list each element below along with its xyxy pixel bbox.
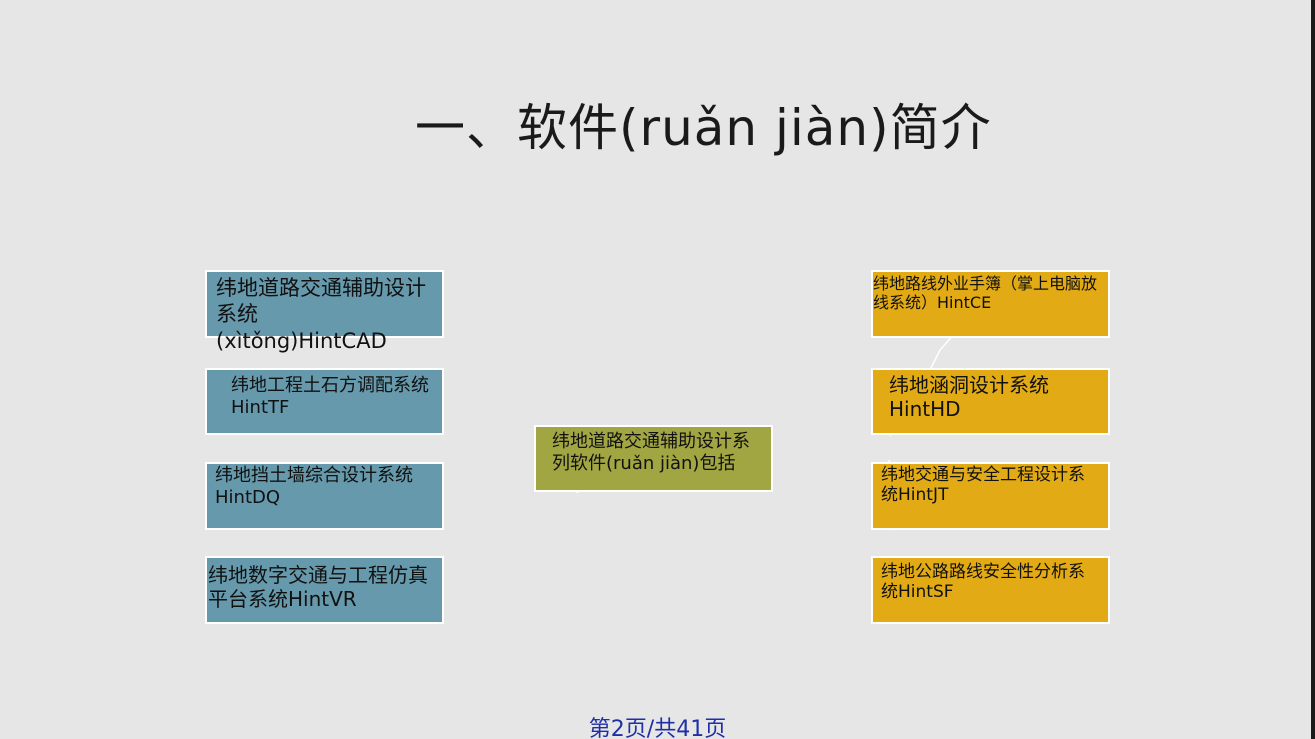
- left-box-hintdq-label: 纬地挡土墙综合设计系统HintDQ: [215, 465, 413, 508]
- right-box-hinthd-label: 纬地涵洞设计系统HintHD: [889, 373, 1049, 421]
- page-footer: 第2页/共41页: [588, 717, 727, 739]
- left-box-hintvr-label: 纬地数字交通与工程仿真平台系统HintVR: [208, 563, 428, 611]
- left-box-hintcad-label: 纬地道路交通辅助设计系统 (xìtǒng)HintCAD: [216, 276, 426, 353]
- left-box-hintcad: 纬地道路交通辅助设计系统 (xìtǒng)HintCAD: [205, 270, 444, 353]
- left-box-hintvr: 纬地数字交通与工程仿真平台系统HintVR: [205, 556, 444, 624]
- left-box-hinttf-label: 纬地工程土石方调配系统HintTF: [231, 375, 429, 418]
- center-box-software-series: 纬地道路交通辅助设计系列软件(ruǎn jiàn)包括: [534, 425, 773, 492]
- right-edge-bar: [1311, 0, 1315, 739]
- right-box-hintsf-label: 纬地公路路线安全性分析系统HintSF: [881, 562, 1085, 603]
- right-box-hintjt: 纬地交通与安全工程设计系统HintJT: [871, 462, 1110, 530]
- right-box-hintce: 纬地路线外业手簿（掌上电脑放线系统）HintCE: [871, 270, 1110, 338]
- right-box-hintce-label: 纬地路线外业手簿（掌上电脑放线系统）HintCE: [873, 274, 1098, 313]
- center-box-label: 纬地道路交通辅助设计系列软件(ruǎn jiàn)包括: [552, 431, 750, 474]
- left-box-hintdq: 纬地挡土墙综合设计系统HintDQ: [205, 462, 444, 530]
- slide-title: 一、软件(ruǎn jiàn)简介: [415, 99, 992, 157]
- right-box-hintjt-label: 纬地交通与安全工程设计系统HintJT: [881, 465, 1085, 506]
- right-box-hinthd: 纬地涵洞设计系统HintHD: [871, 368, 1110, 435]
- left-box-hinttf: 纬地工程土石方调配系统HintTF: [205, 368, 444, 435]
- right-box-hintsf: 纬地公路路线安全性分析系统HintSF: [871, 556, 1110, 624]
